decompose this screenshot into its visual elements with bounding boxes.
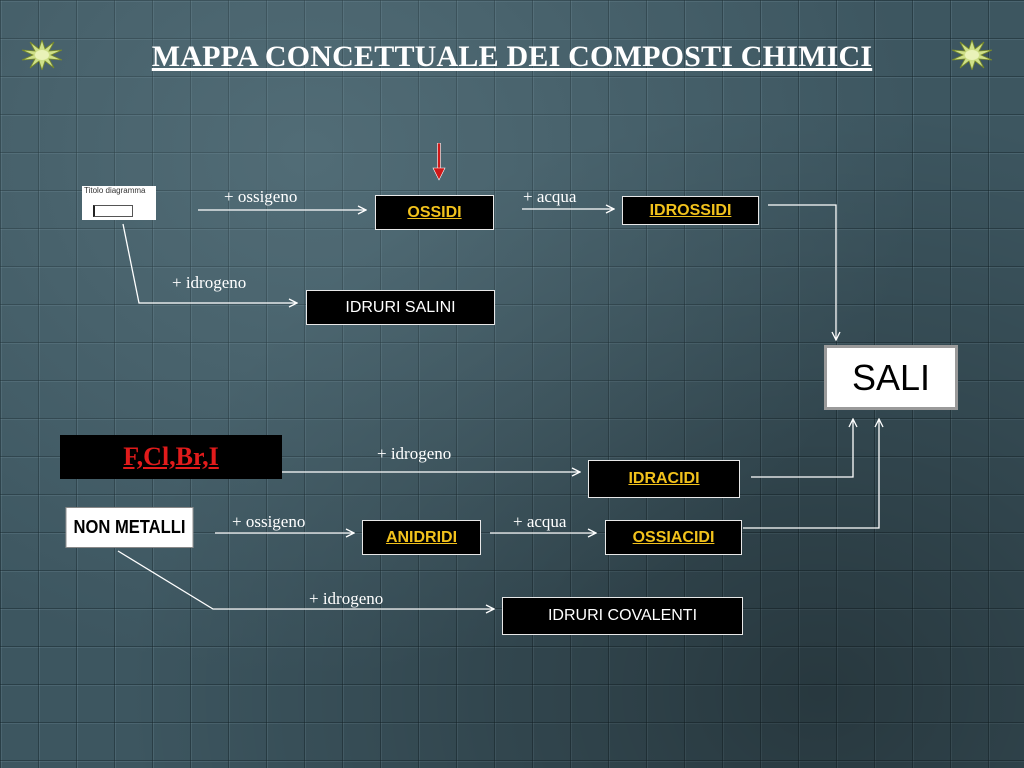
- node-anidridi-label: ANIDRIDI: [385, 528, 458, 546]
- node-idruri-covalenti-label: IDRURI COVALENTI: [547, 607, 698, 624]
- label-acqua-bottom: + acqua: [513, 512, 567, 531]
- node-sali-label: SALI: [851, 356, 931, 398]
- node-idruri-salini-label: IDRURI SALINI: [345, 298, 456, 316]
- node-non-metalli: NON METALLI: [65, 507, 194, 548]
- edge-ossiacidi-sali: [743, 419, 879, 529]
- diagram-placeholder: Titolo diagramma: [82, 186, 156, 220]
- label-ossigeno-top: + ossigeno: [224, 187, 298, 206]
- edge-idracidi-sali: [751, 419, 853, 478]
- label-ossigeno-bottom: + ossigeno: [232, 512, 306, 531]
- placeholder-label: Titolo diagramma: [84, 186, 146, 195]
- edge-idrossidi-sali: [768, 204, 836, 340]
- node-idrossidi: IDROSSIDI: [622, 196, 759, 225]
- star-burst-icon: [22, 40, 62, 70]
- node-ossidi-label: OSSIDI: [407, 203, 462, 221]
- node-ossiacidi-label: OSSIACIDI: [632, 528, 715, 546]
- red-down-arrow-icon: [432, 143, 446, 181]
- node-ossidi: OSSIDI: [375, 195, 494, 230]
- node-sali: SALI: [824, 345, 958, 410]
- node-non-metalli-label: NON METALLI: [73, 517, 186, 537]
- label-idrogeno-top: + idrogeno: [172, 273, 247, 292]
- label-idrogeno-halogens: + idrogeno: [377, 444, 452, 463]
- node-halogens-label: F,Cl,Br,I: [123, 442, 219, 471]
- node-idruri-salini: IDRURI SALINI: [306, 290, 495, 325]
- node-idracidi: IDRACIDI: [588, 460, 740, 498]
- node-anidridi: ANIDRIDI: [362, 520, 481, 555]
- star-burst-icon: [952, 40, 992, 70]
- node-idruri-covalenti: IDRURI COVALENTI: [502, 597, 743, 635]
- node-idracidi-label: IDRACIDI: [628, 470, 700, 487]
- node-ossiacidi: OSSIACIDI: [605, 520, 742, 555]
- node-idrossidi-label: IDROSSIDI: [649, 201, 732, 219]
- edge-idrogeno-top: [122, 223, 297, 303]
- page-title: MAPPA CONCETTUALE DEI COMPOSTI CHIMICI: [151, 40, 873, 73]
- edge-idrogeno-bottom: [117, 550, 494, 609]
- placeholder-bar: [93, 205, 133, 217]
- label-idrogeno-bottom: + idrogeno: [309, 589, 384, 608]
- node-halogens: F,Cl,Br,I: [60, 435, 282, 479]
- label-acqua-top: + acqua: [523, 187, 577, 206]
